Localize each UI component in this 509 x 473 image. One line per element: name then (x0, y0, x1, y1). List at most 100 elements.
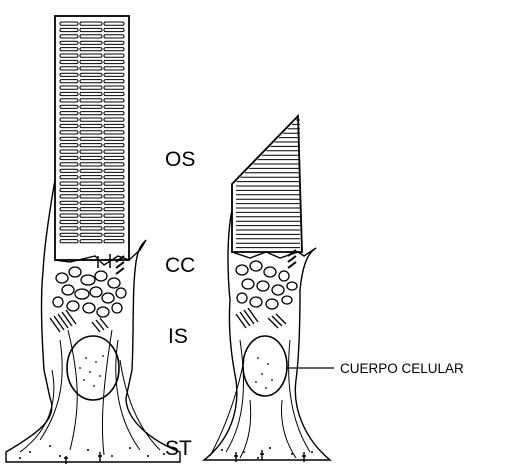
rod-disc (80, 150, 102, 153)
rod-disc (104, 54, 124, 57)
rod-disc (60, 144, 78, 147)
rod-disc (60, 118, 78, 121)
rod-disc (80, 176, 102, 179)
rod-disc (80, 22, 102, 25)
rod-disc (104, 240, 124, 243)
rod-disc (80, 156, 102, 159)
rod-disc (104, 67, 124, 70)
rod-disc (80, 220, 102, 223)
rod-disc (60, 169, 78, 172)
rod-disc (80, 124, 102, 127)
rod-disc (104, 48, 124, 51)
rod-disc (80, 182, 102, 185)
rod-disc (60, 163, 78, 166)
rod-disc (60, 67, 78, 70)
rod-disc (60, 99, 78, 102)
rod-disc (60, 208, 78, 211)
rod-disc (104, 169, 124, 172)
rod-disc (80, 240, 102, 243)
rod-disc (80, 201, 102, 204)
rod-disc (60, 41, 78, 44)
rod-disc (104, 131, 124, 134)
rod-disc (60, 182, 78, 185)
rod-disc (60, 240, 78, 243)
rod-disc (104, 35, 124, 38)
label-st: ST (165, 437, 192, 460)
rod-disc (104, 195, 124, 198)
rod-disc (104, 144, 124, 147)
rod-disc (104, 60, 124, 63)
label-is: IS (168, 325, 188, 348)
rod-disc (60, 150, 78, 153)
rod-disc (104, 124, 124, 127)
rod-disc (80, 208, 102, 211)
rod-disc (80, 41, 102, 44)
rod-disc (104, 41, 124, 44)
rod-disc (80, 105, 102, 108)
rod-disc (104, 220, 124, 223)
rod-disc (104, 92, 124, 95)
rod-disc (60, 22, 78, 25)
rod-disc (104, 188, 124, 191)
rod-disc (60, 188, 78, 191)
cone-nucleus (243, 336, 287, 396)
rod-disc (104, 156, 124, 159)
rod-disc (104, 150, 124, 153)
rod-disc (60, 60, 78, 63)
rod-disc (80, 195, 102, 198)
rod-disc (80, 118, 102, 121)
rod-disc (104, 163, 124, 166)
rod-disc (80, 67, 102, 70)
rod-disc (104, 233, 124, 236)
rod-disc (60, 176, 78, 179)
rod-disc (60, 54, 78, 57)
rod-disc (80, 99, 102, 102)
rod-disc (80, 80, 102, 83)
rod-disc (60, 35, 78, 38)
rod-disc (60, 124, 78, 127)
rod-disc (80, 73, 102, 76)
cone-outer-segment (232, 116, 302, 252)
rod-disc (104, 137, 124, 140)
rod-disc (80, 28, 102, 31)
rod-disc (104, 227, 124, 230)
rod-disc (104, 80, 124, 83)
rod-disc (104, 99, 124, 102)
cone-lamellae (236, 120, 300, 248)
rod-disc (80, 214, 102, 217)
rod-disc (60, 195, 78, 198)
rod-disc (80, 188, 102, 191)
rod-disc (80, 163, 102, 166)
rod-disc (80, 144, 102, 147)
rod-disc (104, 118, 124, 121)
rod-disc (80, 169, 102, 172)
rod-disc (60, 105, 78, 108)
label-cuerpo-celular: CUERPO CELULAR (340, 361, 464, 376)
rod-cell (6, 16, 180, 464)
rod-disc (104, 208, 124, 211)
rod-disc (80, 233, 102, 236)
rod-mitochondria (50, 267, 126, 332)
rod-disc (80, 227, 102, 230)
rod-disc (60, 112, 78, 115)
rod-disc (80, 86, 102, 89)
rod-disc (104, 73, 124, 76)
rod-disc (80, 131, 102, 134)
rod-disc (104, 22, 124, 25)
rod-disc (60, 73, 78, 76)
rod-discs (60, 22, 124, 243)
rod-disc (60, 28, 78, 31)
rod-disc (60, 220, 78, 223)
rod-disc (80, 92, 102, 95)
rod-disc (104, 28, 124, 31)
rod-disc (104, 182, 124, 185)
rod-disc (60, 92, 78, 95)
cone-cell (204, 116, 330, 462)
rod-disc (60, 233, 78, 236)
rod-disc (60, 80, 78, 83)
cone-mitochondria (236, 261, 297, 328)
rod-disc (60, 86, 78, 89)
rod-disc (80, 54, 102, 57)
rod-disc (60, 214, 78, 217)
